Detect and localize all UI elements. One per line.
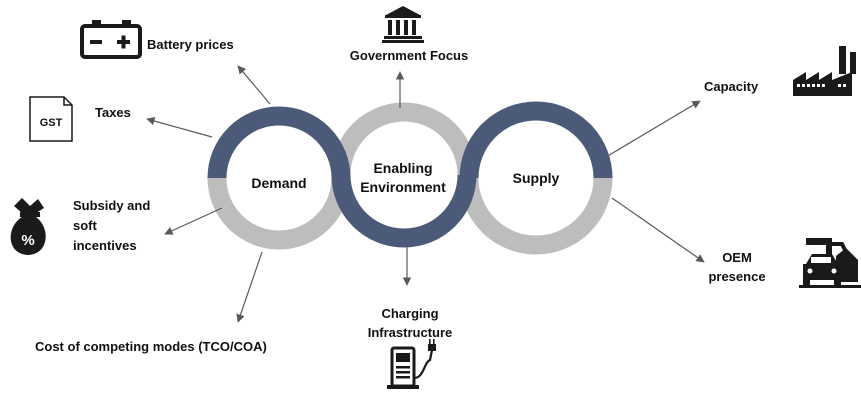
money-bag-symbol: % xyxy=(21,232,34,249)
taxes-label: Taxes xyxy=(95,105,131,120)
cost-competing-label: Cost of competing modes (TCO/COA) xyxy=(35,339,267,354)
money-bag-icon: % xyxy=(10,198,46,255)
battery-icon xyxy=(80,20,142,59)
arrow-battery-prices xyxy=(237,65,271,105)
demand-label: Demand xyxy=(251,175,306,191)
car-factory-icon xyxy=(799,238,861,288)
demand-ring-upper xyxy=(207,106,351,179)
charging-label-line2: Infrastructure xyxy=(368,325,453,340)
arrow-subsidy xyxy=(164,207,223,235)
enabling-ring-upper xyxy=(331,102,477,176)
enabling-ring-lower xyxy=(331,174,477,248)
factory-icon xyxy=(793,46,856,96)
oem-label-line2: presence xyxy=(708,269,765,284)
document-gst-text: GST xyxy=(40,117,63,129)
subsidy-label-line3: incentives xyxy=(73,238,137,253)
subsidy-label-line2: soft xyxy=(73,218,98,233)
battery-prices-label: Battery prices xyxy=(147,37,234,52)
supply-label: Supply xyxy=(513,170,560,186)
supply-ring-lower xyxy=(459,177,613,255)
document-icon: GST xyxy=(29,96,73,142)
arrow-taxes xyxy=(146,116,213,138)
arrow-oem xyxy=(611,197,705,263)
government-focus-label: Government Focus xyxy=(350,48,468,63)
government-building-icon xyxy=(382,6,424,43)
demand-ring-lower xyxy=(207,177,351,250)
subsidy-label-line1: Subsidy and xyxy=(73,198,150,213)
charging-label-line1: Charging xyxy=(381,306,438,321)
charging-station-icon xyxy=(387,339,436,389)
supply-ring-upper xyxy=(459,101,613,179)
arrow-capacity xyxy=(605,100,701,158)
capacity-label: Capacity xyxy=(704,79,759,94)
arrow-cost-competing xyxy=(236,251,263,323)
enabling-label-line1: Enabling xyxy=(373,160,432,176)
enabling-label-line2: Environment xyxy=(360,179,446,195)
oem-label-line1: OEM xyxy=(722,250,752,265)
